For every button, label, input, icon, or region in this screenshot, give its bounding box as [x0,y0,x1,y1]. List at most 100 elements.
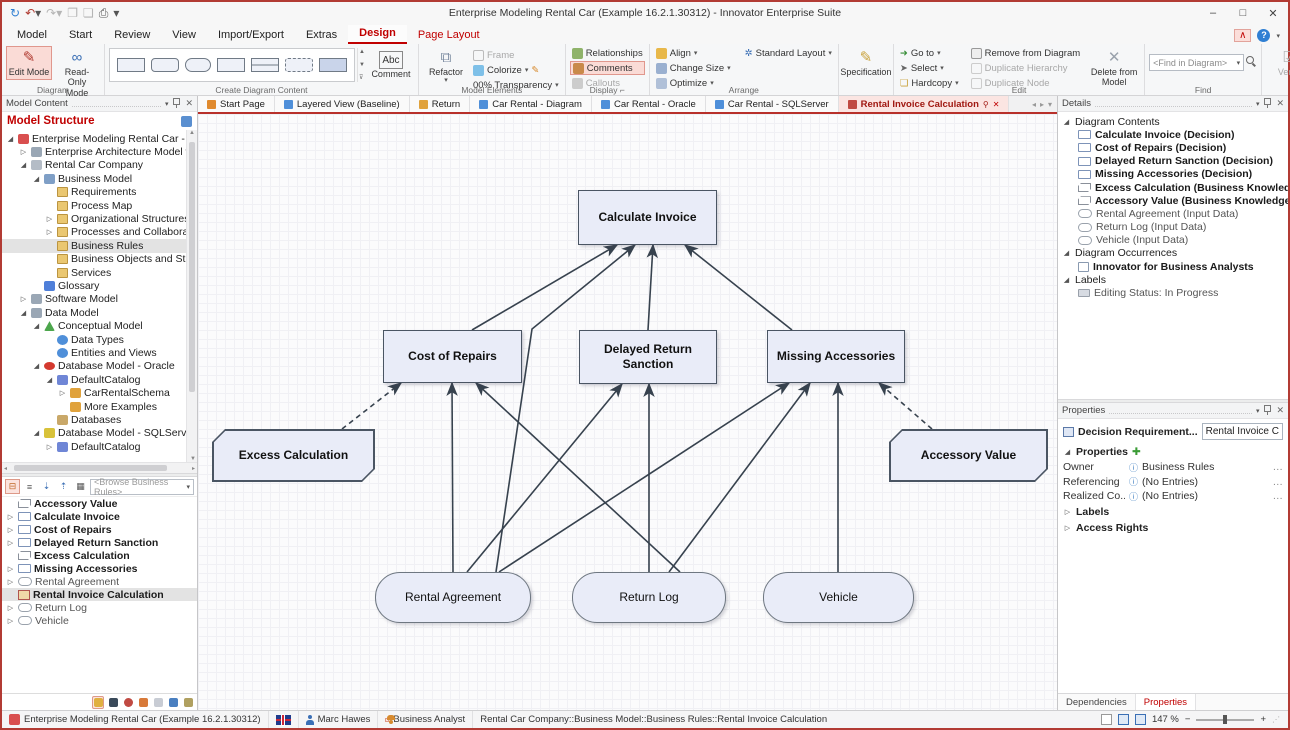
panel-menu-icon[interactable]: ▾ [164,100,169,108]
select-dropdown[interactable]: ➤ Select▾ [899,62,944,74]
tree-item-database-model-sqlserver[interactable]: ◢Database Model - SQLServer [2,427,197,440]
edge-delayed-return-sanction-to-calculate-invoice[interactable] [646,243,658,331]
collapsed-section-labels[interactable]: ▷Labels [1058,504,1288,520]
shape-gallery[interactable] [109,48,355,82]
split-shape-icon[interactable] [251,58,279,72]
tree-item-defaultcatalog[interactable]: ▷DefaultCatalog [2,440,197,453]
mail-view-icon[interactable] [152,696,164,709]
list-expander-icon[interactable]: ▷ [7,539,14,547]
browse-item-accessory-value[interactable]: Accessory Value [2,497,197,510]
details-section-labels[interactable]: ◢Labels [1062,273,1288,286]
sort-descending-icon[interactable]: ⇣ [42,481,51,491]
hardcopy-dropdown[interactable]: ❏ Hardcopy▾ [899,77,959,89]
ribbon-tab-review[interactable]: Review [114,29,151,41]
close-button[interactable]: ✕ [1268,7,1278,20]
text-annotation-shape-icon[interactable] [319,58,347,72]
section-expander-icon[interactable]: ◢ [1063,276,1070,284]
ribbon-tab-page-layout[interactable]: Page Layout [417,29,480,41]
delete-from-model-button[interactable]: ✕ Delete from Model [1090,49,1138,88]
tree-item-data-model[interactable]: ◢Data Model [2,306,197,319]
edge-excess-calculation-to-cost-of-repairs[interactable] [341,382,403,430]
browse-item-missing-accessories[interactable]: ▷Missing Accessories [2,562,197,575]
browse-item-vehicle[interactable]: ▷Vehicle [2,614,197,627]
ribbon-tab-import-export[interactable]: Import/Export [217,29,284,41]
status-language[interactable] [269,711,299,728]
tree-item-defaultcatalog[interactable]: ◢DefaultCatalog [2,373,197,386]
status-role[interactable]: Business Analyst [378,711,474,728]
tree-item-more-examples[interactable]: More Examples [2,400,197,413]
help-dropdown-icon[interactable]: ▾ [1276,32,1280,40]
edge-cost-of-repairs-to-calculate-invoice[interactable] [471,244,619,331]
properties-menu-icon[interactable]: ▾ [1255,407,1260,415]
browse-item-rental-invoice-calculation[interactable]: Rental Invoice Calculation [2,588,197,601]
details-section-diagram-occurrences[interactable]: ◢Diagram Occurrences [1062,247,1288,260]
zoom-slider[interactable] [1196,715,1255,724]
pin-icon[interactable] [172,98,181,109]
document-tab-car-rental-oracle[interactable]: Car Rental - Oracle [591,96,706,112]
collapsed-expander-icon[interactable]: ▷ [1064,524,1071,532]
node-cost-of-repairs[interactable]: Cost of Repairs [383,330,522,383]
tree-item-requirements[interactable]: Requirements [2,186,197,199]
details-item[interactable]: Rental Agreement (Input Data) [1062,207,1288,220]
add-property-icon[interactable]: ✚ [1131,446,1141,458]
fit-page-icon[interactable] [1100,714,1112,725]
tree-item-process-map[interactable]: Process Map [2,199,197,212]
browse-item-excess-calculation[interactable]: Excess Calculation [2,549,197,562]
decision-shape-icon[interactable] [117,58,145,72]
property-more-button[interactable]: … [1272,475,1284,488]
edge-rental-agreement-to-missing-accessories[interactable] [498,382,791,573]
document-tab-rental-invoice-calculation[interactable]: Rental Invoice Calculation⚲✕ [838,96,1010,112]
tree-expander-icon[interactable]: ◢ [33,175,40,183]
ribbon-tab-extras[interactable]: Extras [305,29,338,41]
group-shape-icon[interactable] [285,58,313,72]
details-item[interactable]: Delayed Return Sanction (Decision) [1062,155,1288,168]
node-accessory-value[interactable]: Accessory Value [889,429,1048,482]
details-pin-icon[interactable] [1263,98,1272,109]
browse-business-rules-combo[interactable]: <Browse Business Rules>▾ [90,477,194,497]
property-more-button[interactable]: … [1272,490,1284,503]
tab-close-icon[interactable]: ✕ [992,99,1000,109]
details-section-diagram-contents[interactable]: ◢Diagram Contents [1062,115,1288,128]
edge-rental-agreement-to-delayed-return-sanction[interactable] [466,382,623,573]
details-item[interactable]: Innovator for Business Analysts [1062,260,1288,273]
tree-expander-icon[interactable]: ▷ [59,390,66,398]
property-row-realized-co-[interactable]: Realized Co...ⓘ(No Entries)… [1058,489,1288,504]
document-tab-car-rental-sqlserver[interactable]: Car Rental - SQLServer [705,96,839,112]
node-return-log[interactable]: Return Log [572,572,726,623]
goto-dropdown[interactable]: ➜ Go to▾ [899,47,941,59]
refactor-button[interactable]: ⧉ Refactor▾ [428,49,463,85]
undo-icon[interactable]: ↶▾ [25,6,42,20]
properties-close-icon[interactable]: ✕ [1276,405,1284,415]
tree-item-rental-car-company[interactable]: ◢Rental Car Company [2,159,197,172]
details-item[interactable]: Return Log (Input Data) [1062,221,1288,234]
details-close-icon[interactable]: ✕ [1276,98,1284,108]
tab-scroll-buttons[interactable]: ◂ ▸ ▾ [1027,96,1057,112]
edge-return-log-to-missing-accessories[interactable] [668,381,811,573]
group-view-icon[interactable]: ▦ [76,481,85,491]
print-icon[interactable]: ⎙ [98,6,109,20]
relationships-button[interactable]: Relationships [570,46,645,60]
tree-expander-icon[interactable]: ◢ [7,135,14,143]
list-expander-icon[interactable]: ▷ [7,526,14,534]
specification-button[interactable]: ✎ Specification [840,49,892,77]
knowledge-source-shape-icon[interactable] [217,58,245,72]
edge-rental-agreement-to-calculate-invoice[interactable] [495,244,637,573]
bottom-tab-properties[interactable]: Properties [1135,694,1197,710]
tree-item-carrentalschema[interactable]: ▷CarRentalSchema [2,386,197,399]
edge-return-log-to-cost-of-repairs[interactable] [474,382,681,573]
tree-item-business-model[interactable]: ◢Business Model [2,172,197,185]
tree-item-processes-and-collaborations[interactable]: ▷Processes and Collaborations [2,226,197,239]
users-view-icon[interactable] [182,696,194,709]
tree-item-services[interactable]: Services [2,266,197,279]
read-only-mode-button[interactable]: ∞ Read-Only Mode [64,49,90,98]
tree-horizontal-scrollbar[interactable]: ◂▸ [2,462,197,473]
ribbon-tab-view[interactable]: View [172,29,196,41]
node-excess-calculation[interactable]: Excess Calculation [212,429,375,482]
list-expander-icon[interactable]: ▷ [7,617,14,625]
details-item[interactable]: Calculate Invoice (Decision) [1062,128,1288,141]
collapse-ribbon-icon[interactable]: ∧ [1234,29,1252,42]
colorize-button[interactable]: Colorize▾ ✎ [471,63,561,77]
tree-item-data-types[interactable]: Data Types [2,333,197,346]
